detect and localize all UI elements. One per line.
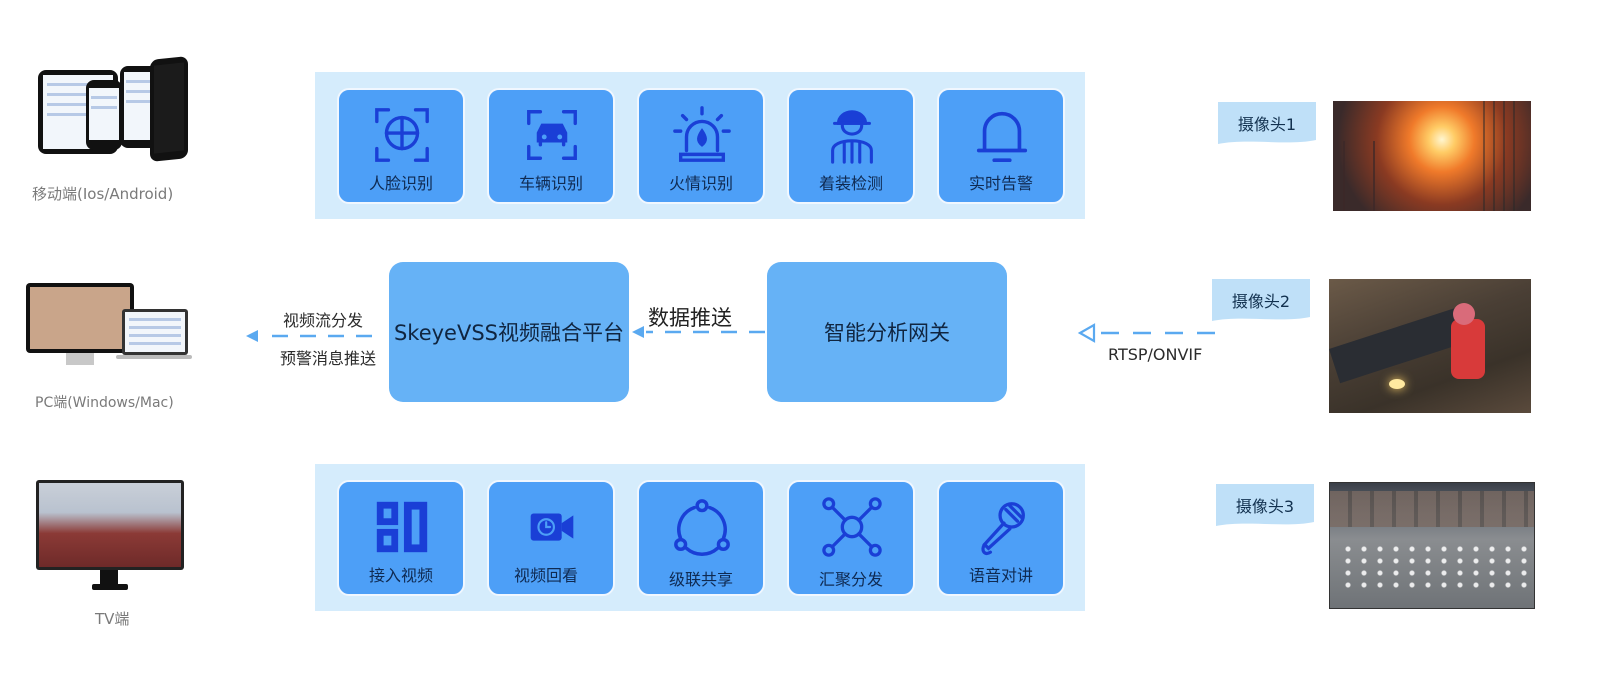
cascade-share-icon xyxy=(674,499,730,556)
bell-icon xyxy=(976,111,1028,163)
camera-1-tag[interactable]: 摄像头1 xyxy=(1218,102,1316,144)
fire-recognition-label: 火情识别 xyxy=(668,174,733,193)
stream-distribution-label: 视频流分发 xyxy=(283,311,364,330)
camera-2-image xyxy=(1329,279,1531,413)
voice-intercom-card[interactable]: 语音对讲 xyxy=(937,480,1065,596)
realtime-alarm-card[interactable]: 实时告警 xyxy=(937,88,1065,204)
camera-2-label: 摄像头2 xyxy=(1231,292,1291,311)
dress-detection-label: 着装检测 xyxy=(818,174,883,193)
microphone-icon xyxy=(981,502,1025,556)
camera-3-label: 摄像头3 xyxy=(1235,497,1295,516)
camera-2-tag-shape xyxy=(1212,279,1310,321)
realtime-alarm-label: 实时告警 xyxy=(968,174,1033,193)
vehicle-recognition-card[interactable]: 车辆识别 xyxy=(487,88,615,204)
camera-1-image xyxy=(1333,101,1531,211)
tv-label: TV端 xyxy=(95,610,130,628)
cascade-share-label: 级联共享 xyxy=(668,570,733,589)
hub-network-icon xyxy=(822,497,882,557)
protocol-label: RTSP/ONVIF xyxy=(1108,345,1203,364)
pc-devices-image xyxy=(26,283,192,375)
voice-intercom-label: 语音对讲 xyxy=(968,566,1033,585)
camera-1-label: 摄像头1 xyxy=(1237,115,1297,134)
video-playback-label: 视频回看 xyxy=(513,566,578,585)
camera-3-image xyxy=(1329,482,1535,609)
video-playback-card[interactable]: 视频回看 xyxy=(487,480,615,596)
camera-1-tag-shape xyxy=(1218,102,1316,144)
video-camera-clock-icon xyxy=(530,513,574,541)
camera-3-tag[interactable]: 摄像头3 xyxy=(1216,484,1314,526)
fire-recognition-card[interactable]: 火情识别 xyxy=(637,88,765,204)
pc-label: PC端(Windows/Mac) xyxy=(35,395,174,411)
face-recognition-label: 人脸识别 xyxy=(368,174,433,193)
video-access-icon xyxy=(376,501,428,553)
vehicle-recognition-icon xyxy=(527,110,577,160)
face-recognition-icon xyxy=(375,108,429,162)
worker-helmet-icon xyxy=(831,110,873,164)
camera-2-tag[interactable]: 摄像头2 xyxy=(1212,279,1310,321)
face-recognition-card[interactable]: 人脸识别 xyxy=(337,88,465,204)
push-label: 数据推送 xyxy=(648,306,732,330)
cascade-share-card[interactable]: 级联共享 xyxy=(637,480,765,596)
alert-push-label: 预警消息推送 xyxy=(280,349,377,368)
vehicle-recognition-label: 车辆识别 xyxy=(518,174,583,193)
gateway-block[interactable]: 智能分析网关 xyxy=(767,262,1007,402)
platform-block[interactable]: SkeyeVSS视频融合平台 xyxy=(389,262,629,402)
dress-detection-card[interactable]: 着装检测 xyxy=(787,88,915,204)
mobile-label: 移动端(Ios/Android) xyxy=(32,185,174,203)
mobile-devices-image xyxy=(38,56,188,164)
camera-3-tag-shape xyxy=(1216,484,1314,526)
input-arrow-head xyxy=(1077,323,1096,343)
output-arrow-head xyxy=(246,330,258,342)
aggregation-label: 汇聚分发 xyxy=(818,570,883,589)
video-access-card[interactable]: 接入视频 xyxy=(337,480,465,596)
fire-alarm-icon xyxy=(673,106,731,162)
video-access-label: 接入视频 xyxy=(368,566,433,585)
aggregation-card[interactable]: 汇聚分发 xyxy=(787,480,915,596)
push-arrow-head xyxy=(632,326,644,338)
tv-device-image xyxy=(36,480,186,596)
